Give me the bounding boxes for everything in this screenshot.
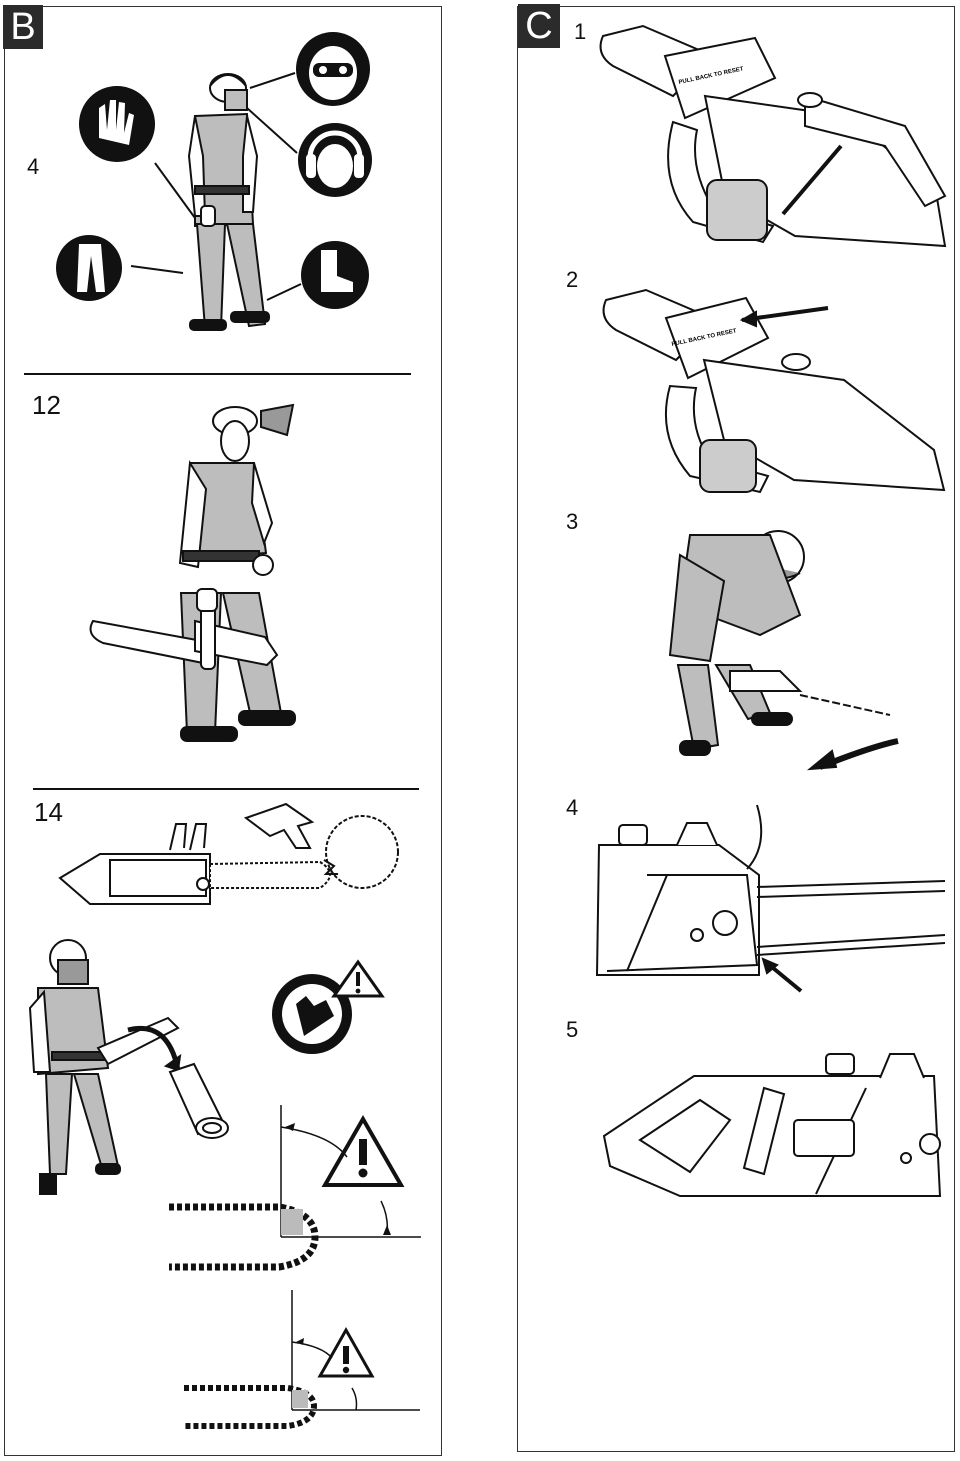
step-c2-illustration: PULL BACK TO RESET (602, 288, 946, 494)
chain-depth-diagram-2 (184, 1290, 420, 1429)
panel-c-label: C (518, 4, 560, 48)
separator-b1 (24, 373, 411, 375)
protective-trousers-icon (56, 235, 122, 301)
step-c4-illustration (595, 804, 946, 993)
safety-boots-icon (301, 241, 369, 309)
panel-c (517, 6, 955, 1452)
chain-depth-diagram-1 (169, 1105, 421, 1271)
step-c4-number: 4 (566, 795, 579, 820)
panel-b-label: B (3, 5, 43, 49)
step-b12-illustration (89, 403, 296, 742)
step-c1-number: 1 (574, 19, 587, 44)
step-b4-illustration (56, 32, 372, 331)
warning-triangle-icon-2 (317, 1326, 375, 1378)
step-c3-illustration (668, 530, 899, 771)
step-b4-number: 4 (27, 154, 40, 179)
face-shield-icon (296, 32, 370, 106)
step-c3-number: 3 (566, 509, 579, 534)
separator-b2 (33, 788, 419, 790)
step-b14-number: 14 (34, 797, 63, 827)
log-illustration (168, 1062, 229, 1139)
step-b14-kickback-saw (58, 802, 399, 905)
step-c2-number: 2 (566, 267, 579, 292)
worker-figure (187, 73, 270, 331)
step-b14-worker (28, 939, 182, 1195)
step-c1-illustration: PULL BACK TO RESET (599, 24, 947, 248)
warning-triangle-icon-1 (321, 1114, 405, 1187)
gloves-icon (79, 86, 155, 162)
kickback-warning-icon (272, 959, 385, 1054)
step-b12-number: 12 (32, 390, 61, 420)
ear-protection-icon (298, 123, 372, 197)
step-c5-number: 5 (566, 1017, 579, 1042)
step-c5-illustration (602, 1053, 942, 1197)
